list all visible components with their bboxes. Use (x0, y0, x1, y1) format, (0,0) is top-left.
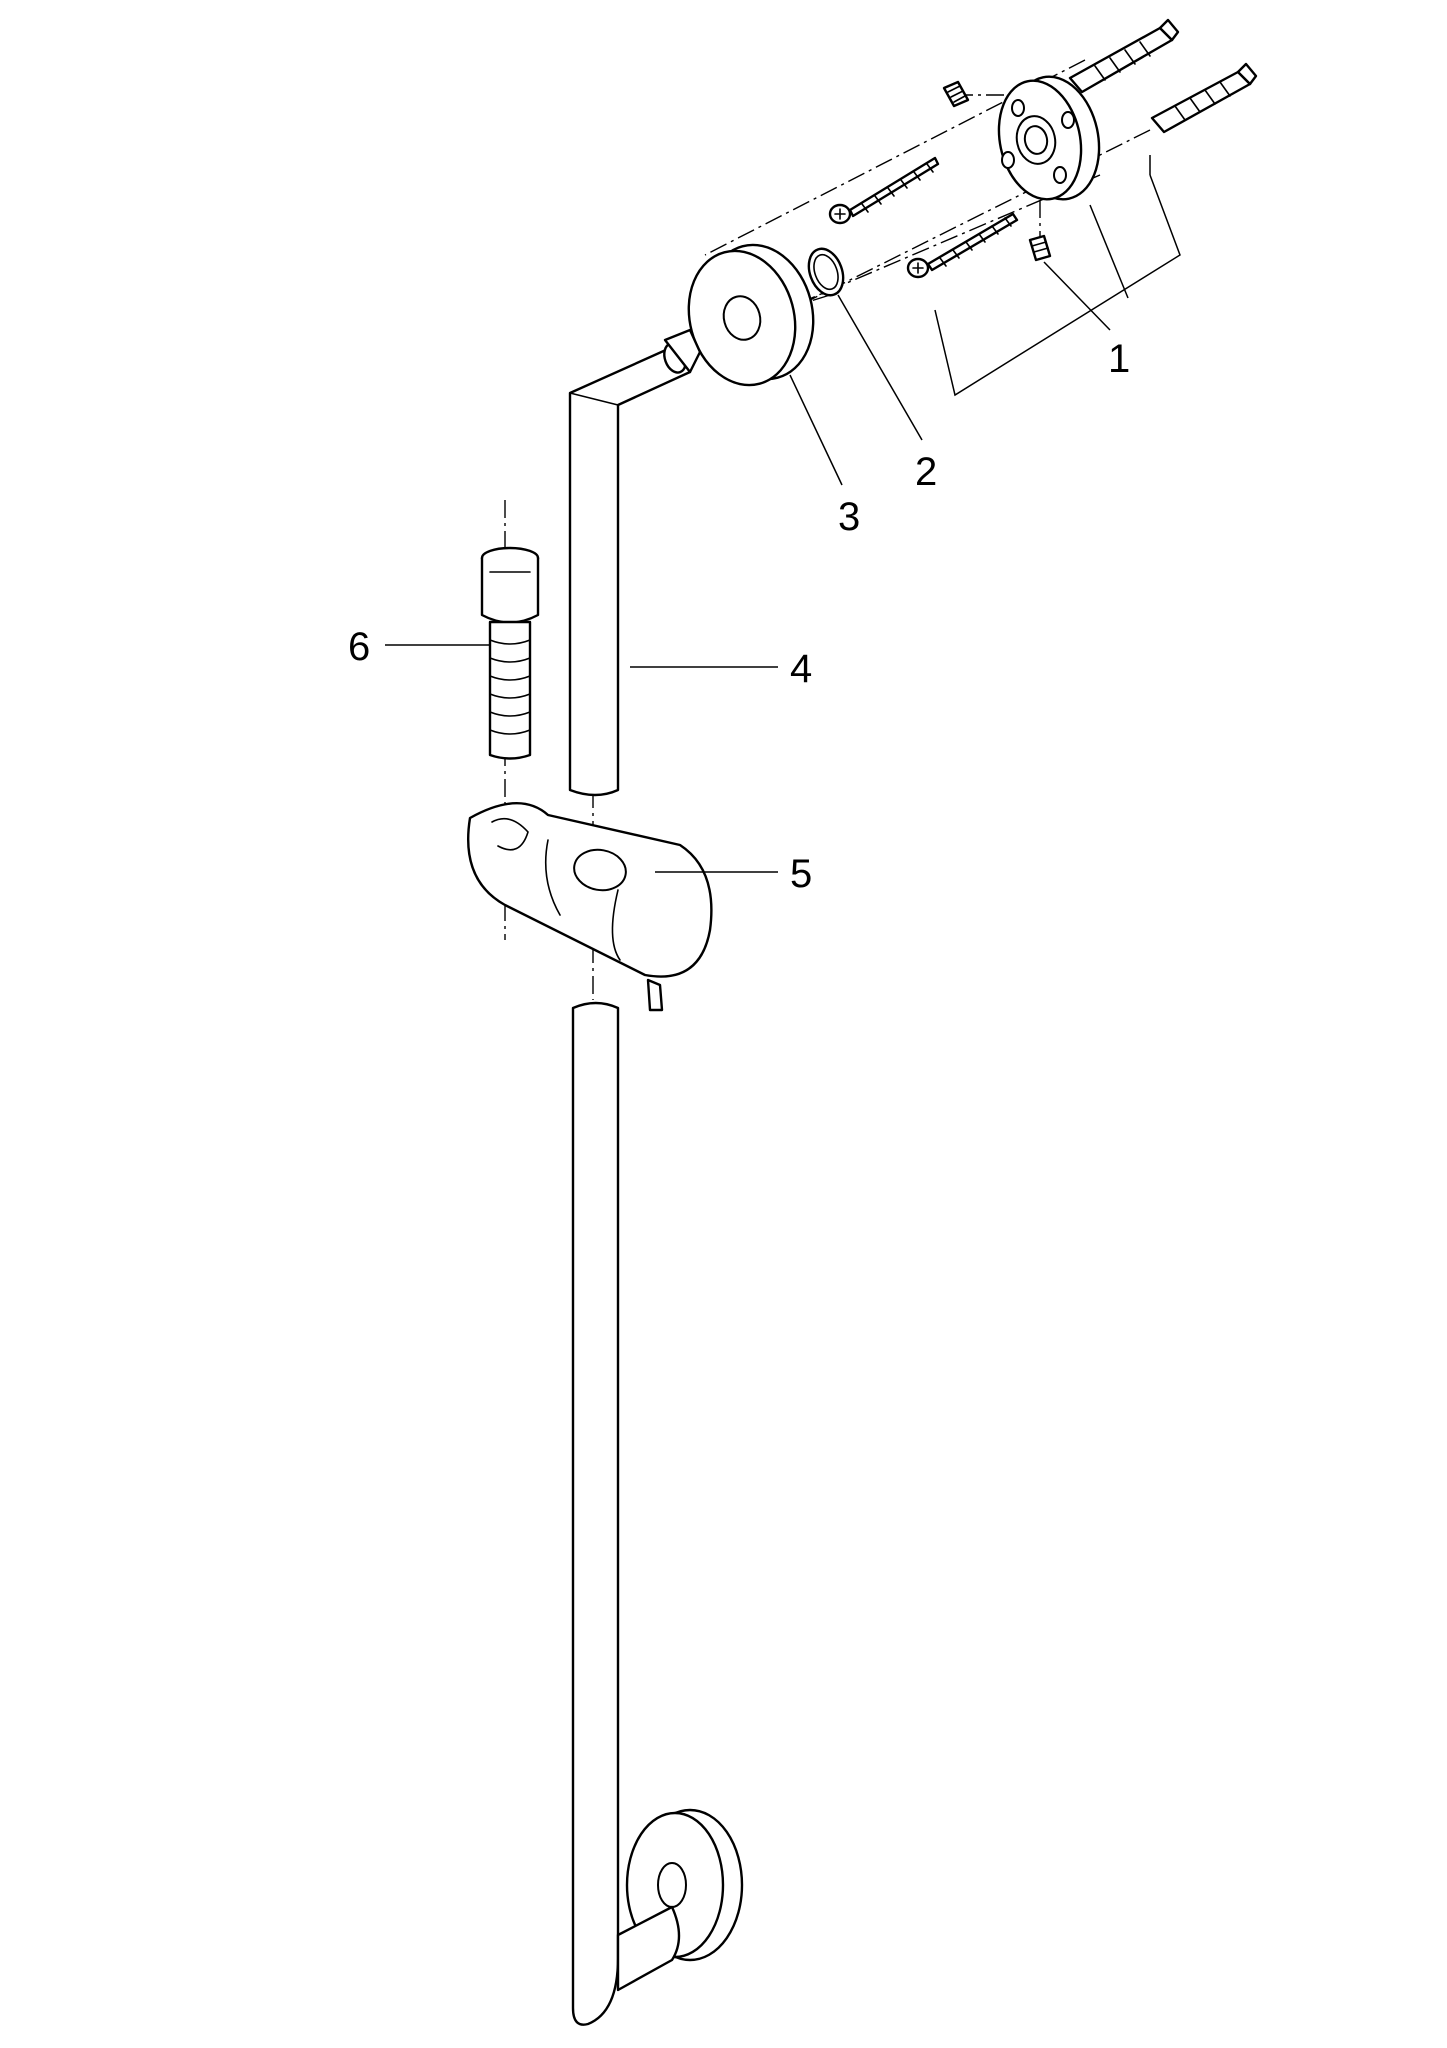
part-1-fixing-set (828, 18, 1258, 397)
part-3-cover-rosette (687, 243, 843, 486)
callout-3: 3 (838, 495, 860, 539)
screw-lower (906, 212, 1019, 279)
lower-bar (571, 1001, 744, 2026)
screw-upper (828, 156, 940, 225)
callout-1: 1 (1108, 337, 1130, 381)
part-5-slider (466, 802, 778, 1012)
callout-6: 6 (348, 625, 370, 669)
set-screw-lower (1028, 234, 1052, 262)
wall-plug-upper (1068, 18, 1180, 94)
part-6-hose-connector (385, 546, 540, 760)
wall-plug-lower (1150, 62, 1258, 134)
callout-labels: 1 2 3 4 5 6 (348, 337, 1130, 896)
callout-5: 5 (790, 852, 812, 896)
set-screw-upper (942, 80, 970, 108)
wall-bracket-plate (997, 75, 1101, 201)
part-2-o-ring (807, 247, 923, 441)
callout-2: 2 (915, 450, 937, 494)
part-4-upper-bar (568, 328, 778, 797)
callout-4: 4 (790, 647, 812, 691)
